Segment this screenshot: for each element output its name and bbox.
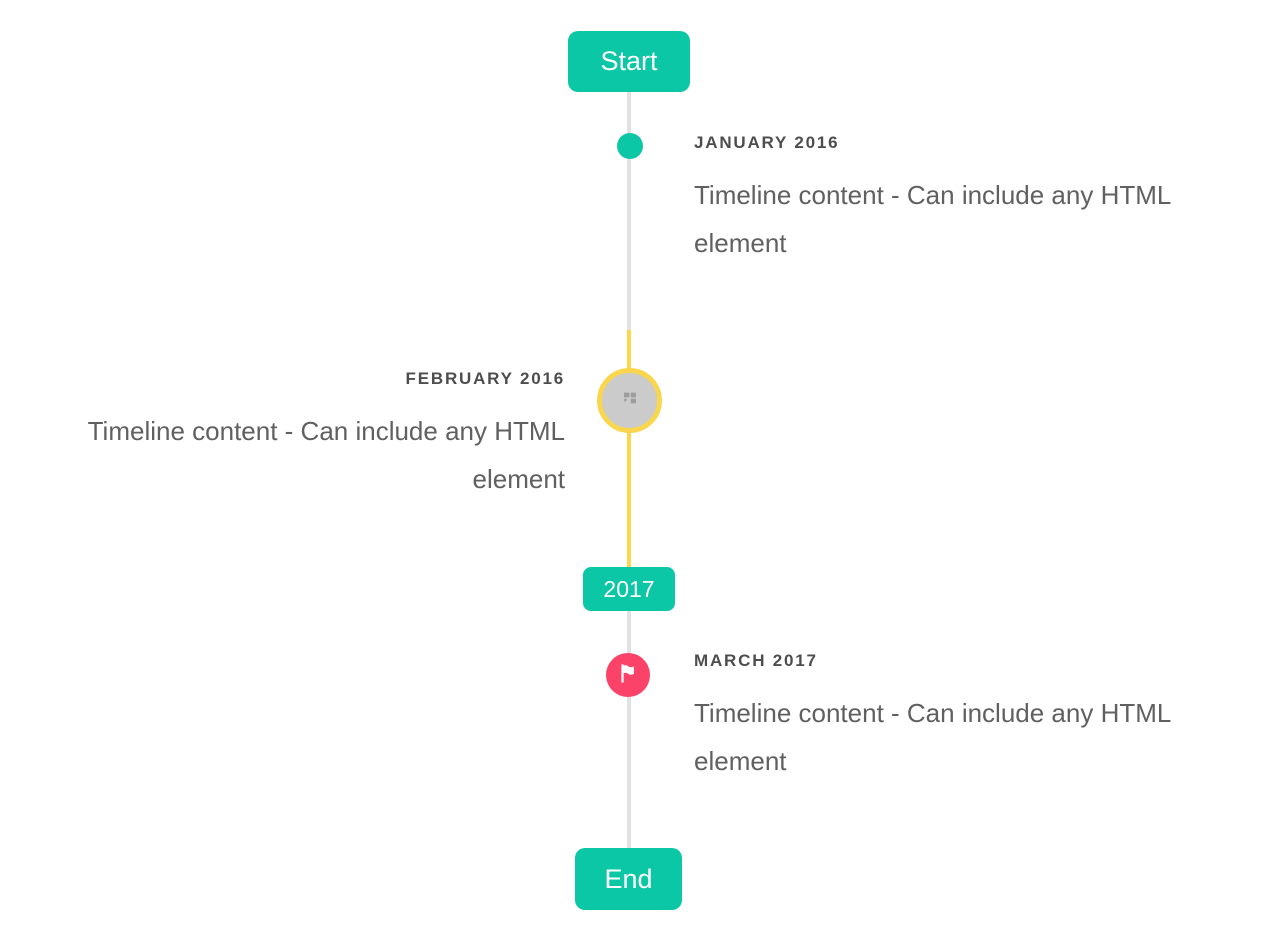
entry-title: FEBRUARY 2016 [405, 369, 565, 388]
year-badge-2017[interactable]: 2017 [583, 567, 675, 611]
entry-content: Timeline content - Can include any HTML … [694, 180, 1171, 258]
broken-image-icon [622, 390, 638, 411]
entry-title: JANUARY 2016 [694, 133, 840, 152]
timeline-line-highlight [627, 330, 631, 567]
start-button[interactable]: Start [568, 31, 690, 92]
end-button[interactable]: End [575, 848, 682, 910]
marker-dot-january[interactable] [617, 133, 643, 159]
marker-image-february[interactable] [597, 368, 662, 433]
marker-flag-march[interactable] [606, 653, 650, 697]
timeline-entry-february: FEBRUARY 2016 Timeline content - Can inc… [35, 369, 565, 503]
entry-content: Timeline content - Can include any HTML … [694, 698, 1171, 776]
entry-content: Timeline content - Can include any HTML … [87, 416, 565, 494]
entry-title: MARCH 2017 [694, 651, 818, 670]
flag-icon [617, 662, 639, 689]
timeline-entry-january: JANUARY 2016 Timeline content - Can incl… [694, 133, 1224, 267]
timeline-entry-march: MARCH 2017 Timeline content - Can includ… [694, 651, 1224, 785]
